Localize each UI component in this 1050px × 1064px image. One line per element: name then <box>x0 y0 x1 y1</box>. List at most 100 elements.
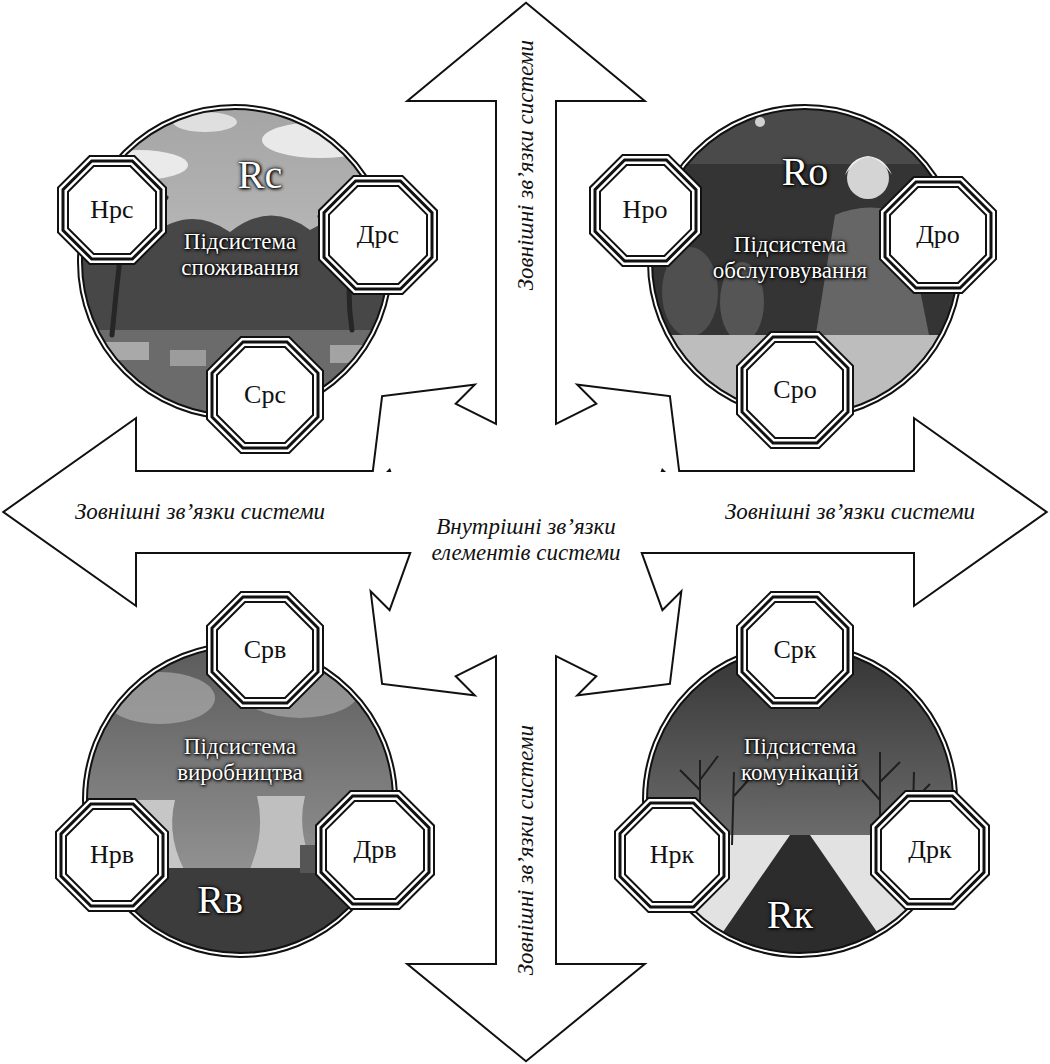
element-octagon: Дрк <box>869 789 991 911</box>
element-octagon: Нрв <box>54 797 170 913</box>
subsystem-symbol: Rс <box>238 152 282 198</box>
octagon-border <box>61 804 163 906</box>
element-octagon: Нро <box>588 153 703 268</box>
octagon-border <box>885 182 991 288</box>
element-label: Нрс <box>90 195 133 225</box>
text-holder: Підсистема комунікацій <box>718 734 883 787</box>
octagon-border <box>742 597 848 703</box>
element-octagon: Нрс <box>56 154 168 266</box>
octagon-border <box>324 181 432 289</box>
text-holder: Срк <box>774 635 817 665</box>
subsystem-symbol: Rв <box>197 877 243 923</box>
subsystem-name: Підсистема комунікацій <box>718 734 883 787</box>
element-octagon: Срс <box>205 335 325 455</box>
element-octagon: Дрс <box>317 174 439 296</box>
octagon-border <box>61 804 163 906</box>
octagon-border <box>620 803 724 907</box>
octagon-border <box>742 337 848 443</box>
element-label: Срк <box>774 635 817 665</box>
subsystem-symbol: Rо <box>782 149 829 195</box>
octagon-border <box>212 342 318 448</box>
element-label: Дро <box>916 220 960 250</box>
text-holder: Rк <box>767 892 813 938</box>
text-holder: Підсистема споживання <box>165 229 315 282</box>
text-holder: Rо <box>782 149 829 195</box>
label-holder: Зовнішні зв’язки системи <box>513 40 539 290</box>
octagon-border <box>324 181 432 289</box>
octagon-border <box>212 342 318 448</box>
element-label: Дрк <box>908 835 951 865</box>
text-holder: Срс <box>244 380 286 410</box>
element-label: Срс <box>244 380 286 410</box>
octagon-border <box>885 182 991 288</box>
element-octagon: Срк <box>735 590 855 710</box>
subsystem-name: Підсистема виробництва <box>153 734 328 787</box>
octagon-border <box>212 342 318 448</box>
arrow-outlines <box>5 4 1045 1060</box>
octagon-border <box>742 597 848 703</box>
octagon-border <box>885 182 991 288</box>
text-holder: Срв <box>244 635 287 665</box>
element-octagon: Срв <box>205 590 325 710</box>
octagon-border <box>876 796 984 904</box>
subsystem-symbol: Rк <box>767 892 813 938</box>
element-octagon: Дрв <box>314 789 436 911</box>
link-label: Зовнішні зв’язки системи <box>75 499 325 525</box>
octagon-border <box>742 597 848 703</box>
octagon-border <box>742 337 848 443</box>
octagon-border <box>742 337 848 443</box>
element-label: Дрс <box>357 220 399 250</box>
octagon-border <box>620 803 724 907</box>
element-label: Нрв <box>90 840 134 870</box>
element-octagon: Нрк <box>613 796 731 914</box>
text-holder: Підсистема виробництва <box>153 734 328 787</box>
text-holder: Дрв <box>353 835 396 865</box>
octagon-border <box>212 597 318 703</box>
element-octagon: Дро <box>878 175 998 295</box>
text-holder: Нрк <box>650 840 694 870</box>
label-holder: Зовнішні зв’язки системи <box>725 499 975 525</box>
octagon-border <box>61 804 163 906</box>
octagon-border <box>876 796 984 904</box>
label-holder: Зовнішні зв’язки системи <box>75 499 325 525</box>
link-label: Внутрішні зв’язки елементів системи <box>431 514 621 567</box>
subsystem-name: Підсистема обслуговування <box>705 232 875 285</box>
element-octagon: Сро <box>735 330 855 450</box>
octagon-border <box>63 161 161 259</box>
octagon-border <box>595 160 696 261</box>
element-label: Нро <box>623 195 668 225</box>
octagon-border <box>63 161 161 259</box>
text-holder: Сро <box>773 375 816 405</box>
link-label: Зовнішні зв’язки системи <box>513 725 539 975</box>
octagon-border <box>321 796 429 904</box>
octagon-border <box>212 597 318 703</box>
link-label: Зовнішні зв’язки системи <box>513 40 539 290</box>
octagon-border <box>321 796 429 904</box>
text-holder: Нро <box>623 195 668 225</box>
text-holder: Нрс <box>90 195 133 225</box>
octagon-border <box>595 160 696 261</box>
label-holder: Внутрішні зв’язки елементів системи <box>431 514 621 567</box>
octagon-border <box>212 597 318 703</box>
text-holder: Rс <box>238 152 282 198</box>
element-label: Дрв <box>353 835 396 865</box>
text-holder: Rв <box>197 877 243 923</box>
octagon-border <box>324 181 432 289</box>
element-label: Срв <box>244 635 287 665</box>
element-label: Сро <box>773 375 816 405</box>
text-holder: Підсистема обслуговування <box>705 232 875 285</box>
link-label: Зовнішні зв’язки системи <box>725 499 975 525</box>
text-holder: Дрс <box>357 220 399 250</box>
subsystem-name: Підсистема споживання <box>165 229 315 282</box>
octagon-border <box>876 796 984 904</box>
label-holder: Зовнішні зв’язки системи <box>513 725 539 975</box>
element-label: Нрк <box>650 840 694 870</box>
text-holder: Дрк <box>908 835 951 865</box>
octagon-border <box>321 796 429 904</box>
text-holder: Нрв <box>90 840 134 870</box>
octagon-border <box>620 803 724 907</box>
octagon-border <box>63 161 161 259</box>
arrow-fills <box>5 4 1045 1060</box>
text-holder: Дро <box>916 220 960 250</box>
octagon-border <box>595 160 696 261</box>
